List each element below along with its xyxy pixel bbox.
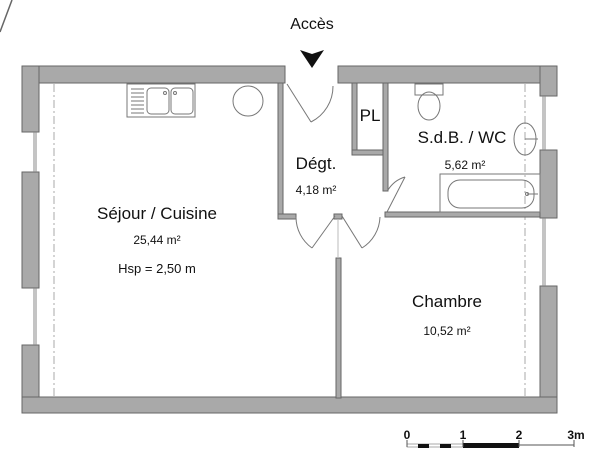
room-sejour-name: Séjour / Cuisine <box>96 204 218 223</box>
stove-icon <box>232 85 264 117</box>
room-pl-name: PL <box>359 106 381 125</box>
scale-tick-1: 1 <box>459 428 467 442</box>
room-chambre-area: 10,52 m² <box>423 324 471 338</box>
access-arrow-icon <box>300 50 324 68</box>
toilet-icon <box>414 83 444 121</box>
scale-tick-3: 3m <box>567 428 585 442</box>
room-sdb-area: 5,62 m² <box>444 158 486 172</box>
outer-walls <box>21 65 558 414</box>
double-sink-icon <box>126 83 196 118</box>
room-sejour-height: Hsp = 2,50 m <box>118 261 196 276</box>
scale-bar <box>406 440 575 448</box>
room-sdb-name: S.d.B. / WC <box>417 128 507 147</box>
doors <box>286 83 406 258</box>
windows <box>33 96 546 345</box>
dashed-lines <box>53 84 526 397</box>
room-degt-area: 4,18 m² <box>295 183 337 197</box>
room-degt-name: Dégt. <box>295 154 337 173</box>
washbasin-icon <box>513 122 538 156</box>
bathtub-icon <box>439 173 541 213</box>
interior-walls <box>277 82 541 399</box>
access-label: Accès <box>290 16 334 33</box>
north-arrow-fragment <box>0 0 13 33</box>
room-chambre-name: Chambre <box>412 292 482 311</box>
scale-tick-2: 2 <box>515 428 523 442</box>
room-sejour-area: 25,44 m² <box>133 233 181 247</box>
scale-tick-0: 0 <box>403 428 411 442</box>
